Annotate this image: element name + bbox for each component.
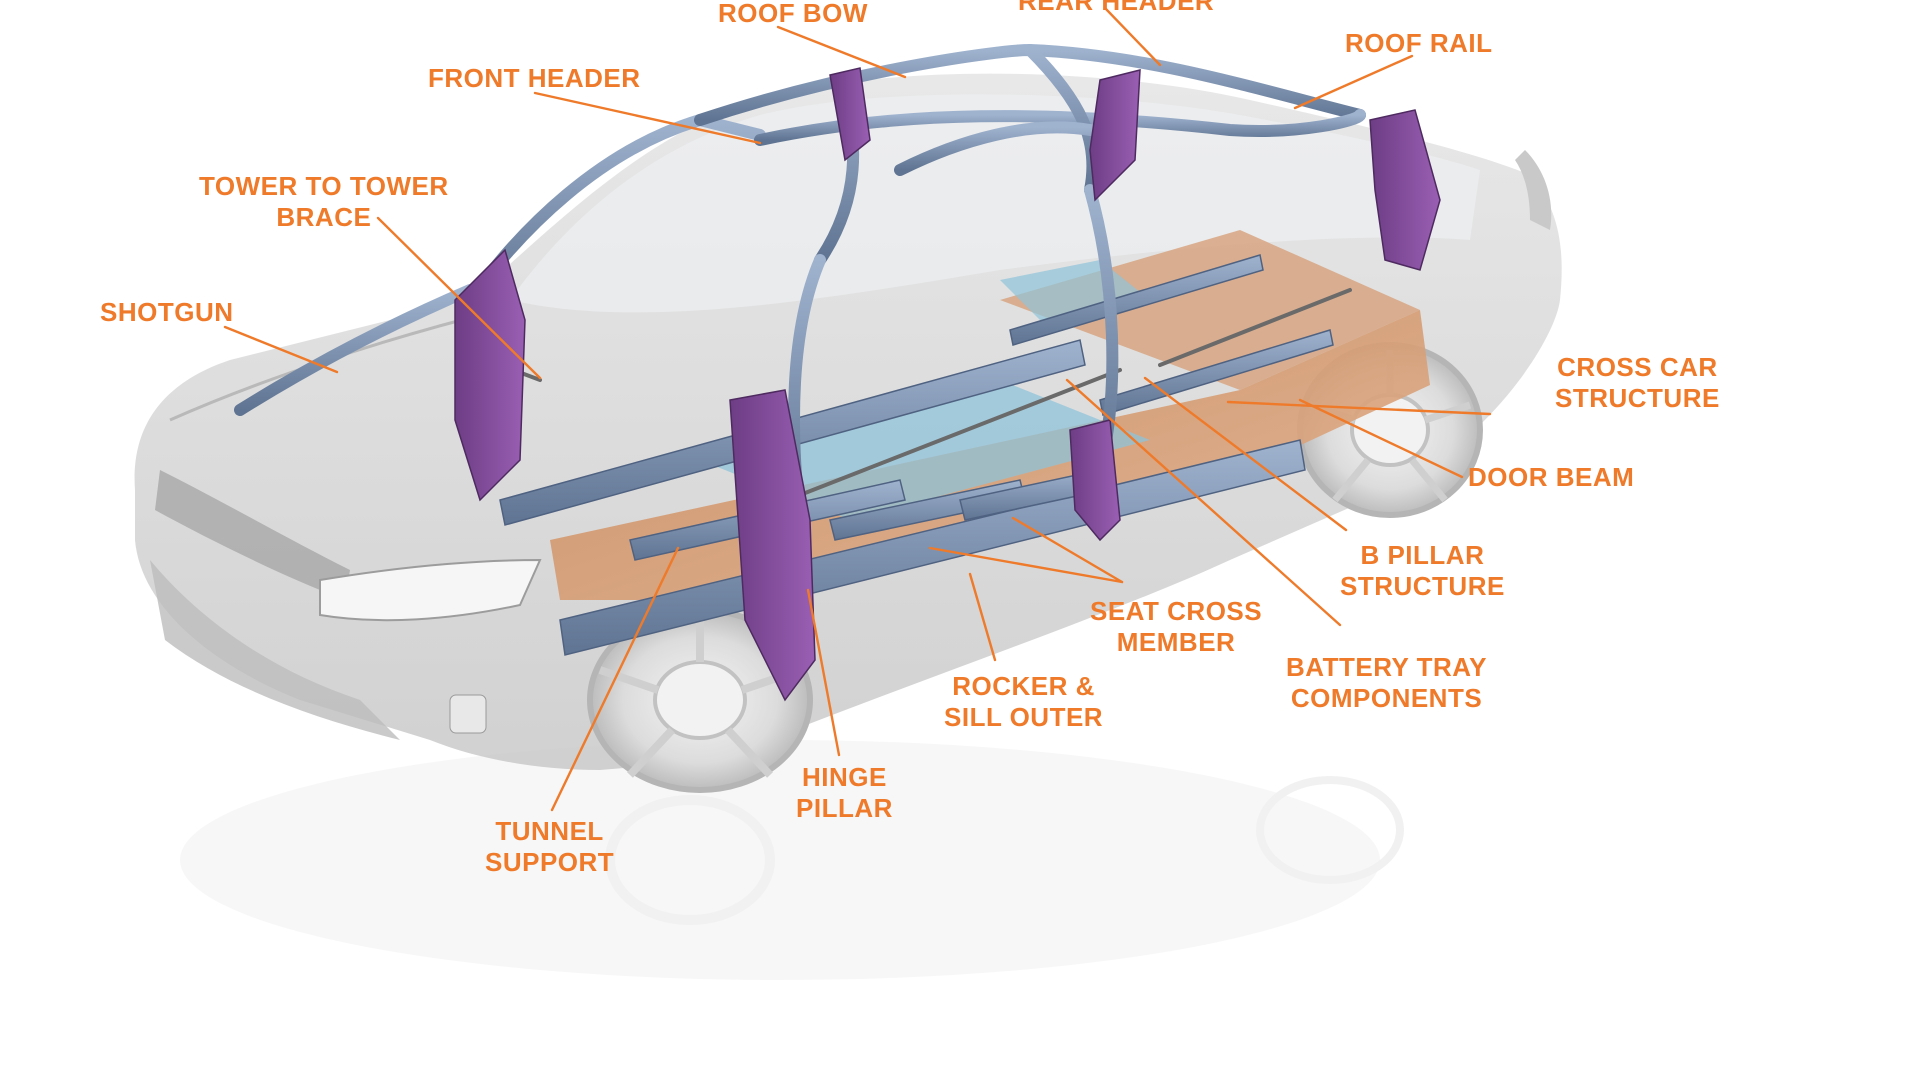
- label-b-pillar-structure-line-2: STRUCTURE: [1340, 571, 1505, 601]
- label-roof-bow: ROOF BOW: [718, 0, 868, 29]
- label-rocker-sill-outer-line-2: SILL OUTER: [944, 702, 1104, 732]
- leader-hinge-pillar: [806, 588, 841, 757]
- label-shotgun: SHOTGUN: [100, 297, 234, 328]
- label-door-beam: DOOR BEAM: [1468, 462, 1634, 493]
- label-tunnel-support: TUNNEL SUPPORT: [485, 816, 614, 878]
- label-hinge-pillar: HINGE PILLAR: [796, 762, 893, 824]
- label-tower-to-tower-brace-line-2: BRACE: [276, 202, 372, 232]
- label-battery-tray-components-line-2: COMPONENTS: [1290, 683, 1483, 713]
- label-hinge-pillar-line-1: HINGE: [802, 762, 887, 792]
- label-battery-tray-components-line-1: BATTERY TRAY: [1286, 652, 1488, 682]
- label-front-header: FRONT HEADER: [428, 63, 641, 94]
- leader-tower-to-tower-brace: [376, 216, 542, 380]
- label-b-pillar-structure-line-1: B PILLAR: [1360, 540, 1485, 570]
- leader-rear-header: [1103, 6, 1162, 67]
- leader-roof-rail: [1293, 54, 1414, 110]
- label-seat-cross-member-line-2: MEMBER: [1116, 627, 1236, 657]
- label-cross-car-structure: CROSS CAR STRUCTURE: [1555, 352, 1720, 414]
- leader-seat-cross-member-a: [928, 546, 1124, 584]
- leader-tunnel-support: [550, 546, 680, 812]
- label-roof-rail: ROOF RAIL: [1345, 28, 1493, 59]
- label-seat-cross-member-line-1: SEAT CROSS: [1090, 596, 1263, 626]
- label-tower-to-tower-brace-line-1: TOWER TO TOWER: [199, 171, 449, 201]
- label-battery-tray-components: BATTERY TRAY COMPONENTS: [1286, 652, 1487, 714]
- label-tunnel-support-line-2: SUPPORT: [485, 847, 615, 877]
- leader-roof-bow: [776, 25, 907, 79]
- leader-front-header: [533, 91, 762, 145]
- leader-door-beam: [1298, 398, 1464, 479]
- label-roof-rail-line-1: ROOF RAIL: [1345, 28, 1493, 58]
- label-cross-car-structure-line-1: CROSS CAR: [1557, 352, 1718, 382]
- label-door-beam-line-1: DOOR BEAM: [1468, 462, 1635, 492]
- label-rocker-sill-outer-line-1: ROCKER &: [952, 671, 1095, 701]
- leader-rocker-sill-outer: [968, 572, 997, 662]
- label-tower-to-tower-brace: TOWER TO TOWER BRACE: [199, 171, 449, 233]
- label-b-pillar-structure: B PILLAR STRUCTURE: [1340, 540, 1505, 602]
- label-rear-header: REAR HEADER: [1018, 0, 1214, 17]
- leader-cross-car-structure: [1226, 400, 1492, 416]
- label-hinge-pillar-line-2: PILLAR: [796, 793, 893, 823]
- leader-b-pillar-structure: [1143, 376, 1348, 532]
- label-seat-cross-member: SEAT CROSS MEMBER: [1090, 596, 1262, 658]
- leader-seat-cross-member-b: [1011, 516, 1124, 584]
- label-rear-header-line-1: REAR HEADER: [1018, 0, 1215, 16]
- leader-shotgun: [223, 325, 339, 374]
- label-shotgun-line-1: SHOTGUN: [100, 297, 234, 327]
- label-cross-car-structure-line-2: STRUCTURE: [1555, 383, 1720, 413]
- label-rocker-sill-outer: ROCKER & SILL OUTER: [944, 671, 1103, 733]
- label-roof-bow-line-1: ROOF BOW: [718, 0, 868, 28]
- pillars: [454, 67, 1441, 702]
- floor-reflection: [180, 740, 1404, 980]
- leader-battery-tray-components: [1065, 378, 1342, 627]
- label-front-header-line-1: FRONT HEADER: [428, 63, 641, 93]
- label-tunnel-support-line-1: TUNNEL: [495, 816, 604, 846]
